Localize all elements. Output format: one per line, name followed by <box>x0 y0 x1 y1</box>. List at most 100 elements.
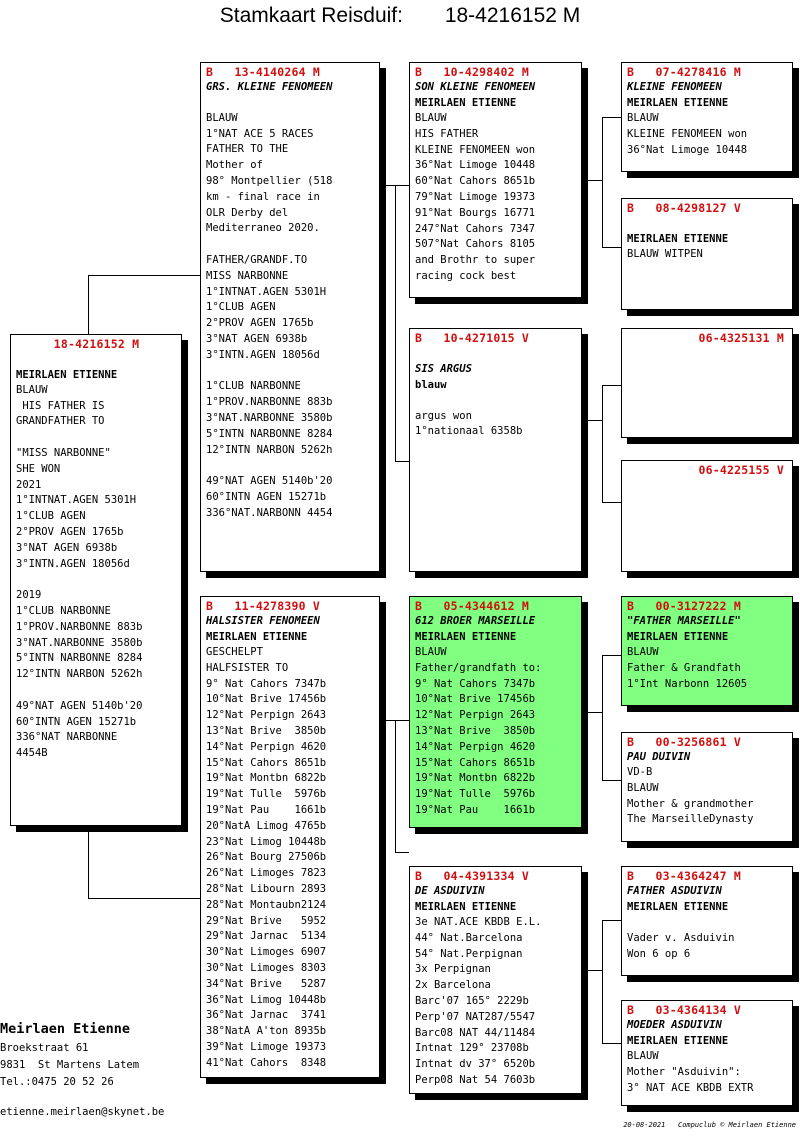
owner-name: MEIRLAEN ETIENNE <box>627 631 729 643</box>
pedigree-line: BLAUW <box>627 781 659 794</box>
pedigree-line: 19°Nat Pau 1661b <box>415 803 536 816</box>
grandfather-maternal-card[interactable]: B 05-4344612 M 612 BROER MARSEILLE MEIRL… <box>409 596 582 828</box>
great-grandparent-card[interactable]: B 08-4298127 V MEIRLAEN ETIENNE BLAUW WI… <box>621 198 793 310</box>
pedigree-line: 1°INTNAT.AGEN 5301H <box>206 285 327 298</box>
pedigree-line: 28°Nat Montaubn2124 <box>206 898 327 911</box>
connector <box>602 385 603 502</box>
pedigree-line: 2021 <box>16 478 42 491</box>
subject-card[interactable]: 18-4216152 M MEIRLAEN ETIENNE BLAUW HIS … <box>10 334 182 826</box>
connector <box>602 502 621 503</box>
pedigree-line: 1°PROV.NARBONNE 883b <box>16 620 143 633</box>
father-card[interactable]: B 13-4140264 M GRS. KLEINE FENOMEEN BLAU… <box>200 62 380 572</box>
pedigree-line: 1°CLUB AGEN <box>16 510 86 523</box>
pedigree-line: 36°Nat Jarnac 3741 <box>206 1009 327 1022</box>
pedigree-line: 26°Nat Limoges 7823 <box>206 867 327 880</box>
pedigree-line: The MarseilleDynasty <box>627 813 754 826</box>
owner-name: MEIRLAEN ETIENNE <box>415 631 517 643</box>
great-grandparent-card[interactable]: B 03-4364134 V MOEDER ASDUIVIN MEIRLAEN … <box>621 1000 793 1106</box>
pedigree-line <box>16 683 177 699</box>
connector <box>582 970 602 971</box>
pedigree-line: 10°Nat Brive 17456b <box>415 693 536 706</box>
pedigree-line: Mother "Asduivin": <box>627 1065 741 1078</box>
pedigree-line <box>206 237 375 253</box>
ring-number: 06-4325131 M <box>698 331 784 345</box>
connector <box>602 117 621 118</box>
pedigree-line: HIS FATHER IS <box>16 399 105 412</box>
pedigree-line: 247°Nat Cahors 7347 <box>415 222 536 235</box>
pedigree-line: 2°PROV AGEN 1765b <box>16 525 124 538</box>
mother-card[interactable]: B 11-4278390 V HALSISTER FENOMEEN MEIRLA… <box>200 596 380 1078</box>
great-grandparent-card[interactable]: 06-4325131 M <box>621 328 793 438</box>
breeder-email[interactable]: etienne.meirlaen@skynet.be <box>0 1106 165 1118</box>
ring-number: B 11-4278390 V <box>206 599 320 613</box>
breeder-phone: Tel.:0475 20 52 26 <box>0 1076 114 1088</box>
pedigree-line: 36°Nat Limoge 10448 <box>627 143 748 156</box>
breeder-city: 9831 St Martens Latem <box>0 1059 140 1071</box>
pedigree-line: Won 6 op 6 <box>627 947 691 960</box>
pedigree-line: 79°Nat Limoge 19373 <box>415 190 536 203</box>
pedigree-line: 507°Nat Cahors 8105 <box>415 238 536 251</box>
pigeon-name: SON KLEINE FENOMEEN <box>415 81 536 93</box>
great-grandparent-card[interactable]: B 00-3127222 M "FATHER MARSEILLE" MEIRLA… <box>621 596 793 706</box>
pedigree-line: HIS FATHER <box>415 127 479 140</box>
grandmother-paternal-card[interactable]: B 10-4271015 V SIS ARGUS blauw argus won… <box>409 328 582 572</box>
connector <box>395 720 396 852</box>
owner-name: MEIRLAEN ETIENNE <box>415 901 517 913</box>
connector <box>395 852 409 853</box>
connector <box>582 180 602 181</box>
pedigree-line <box>16 430 177 446</box>
pedigree-lines: BLAUW WITPEN <box>627 247 788 263</box>
pedigree-line: 2°PROV AGEN 1765b <box>206 317 314 330</box>
pedigree-line: 3°NAT.NARBONNE 3580b <box>206 411 333 424</box>
title-ring: 18-4216152 M <box>444 4 581 27</box>
pedigree-line: 29°Nat Brive 5952 <box>206 914 327 927</box>
owner-name: MEIRLAEN ETIENNE <box>627 901 729 913</box>
pigeon-name: DE ASDUIVIN <box>415 885 485 897</box>
pedigree-line: 26°Nat Bourg 27506b <box>206 851 327 864</box>
pedigree-line: 1°INTNAT.AGEN 5301H <box>16 494 137 507</box>
ring-number: B 03-4364134 V <box>627 1003 741 1017</box>
pedigree-line: 19°Nat Tulle 5976b <box>415 788 536 801</box>
grandmother-maternal-card[interactable]: B 04-4391334 V DE ASDUIVIN MEIRLAEN ETIE… <box>409 866 582 1094</box>
pedigree-line: MISS NARBONNE <box>206 269 289 282</box>
pedigree-line: BLAUW <box>206 111 238 124</box>
pedigree-line: 13°Nat Brive 3850b <box>415 724 536 737</box>
pedigree-line: 91°Nat Bourgs 16771 <box>415 206 536 219</box>
pedigree-line: 60°INTN AGEN 15271b <box>206 490 327 503</box>
connector <box>582 712 602 713</box>
pedigree-line: 19°Nat Montbn 6822b <box>206 772 327 785</box>
pedigree-line: 336°NAT.NARBONN 4454 <box>206 506 333 519</box>
pedigree-line: 14°Nat Perpign 4620 <box>415 740 536 753</box>
pedigree-line: km - final race in <box>206 190 320 203</box>
ring-number: 18-4216152 M <box>53 337 140 351</box>
great-grandparent-card[interactable]: 06-4225155 V <box>621 460 793 572</box>
pedigree-line <box>206 364 375 380</box>
pedigree-line: 54° Nat.Perpignan <box>415 947 523 960</box>
pedigree-line: 19°Nat Pau 1661b <box>206 803 327 816</box>
pedigree-line: FATHER/GRANDF.TO <box>206 253 308 266</box>
owner-name: MEIRLAEN ETIENNE <box>627 1035 729 1047</box>
pedigree-line: BLAUW <box>415 112 447 124</box>
pedigree-line: 3°INTN.AGEN 18056d <box>16 557 130 570</box>
pedigree-line: 44° Nat.Barcelona <box>415 931 523 944</box>
connector <box>602 655 603 780</box>
pedigree-line: 19°Nat Tulle 5976b <box>206 788 327 801</box>
pedigree-line: BLAUW <box>627 646 659 658</box>
pedigree-line <box>627 915 788 931</box>
pedigree-line: 23°Nat Limog 10448b <box>206 835 327 848</box>
pigeon-name: FATHER ASDUIVIN <box>627 885 722 897</box>
great-grandparent-card[interactable]: B 03-4364247 M FATHER ASDUIVIN MEIRLAEN … <box>621 866 793 976</box>
page-title: Stamkaart Reisduif: 18-4216152 M <box>0 4 800 28</box>
grandfather-paternal-card[interactable]: B 10-4298402 M SON KLEINE FENOMEEN MEIRL… <box>409 62 582 298</box>
pedigree-line: 36°Nat Limog 10448b <box>206 993 327 1006</box>
connector <box>602 247 621 248</box>
pedigree-line: 12°Nat Perpign 2643 <box>206 709 327 722</box>
pedigree-line: 1°nationaal 6358b <box>415 425 523 438</box>
great-grandparent-card[interactable]: B 07-4278416 M KLEINE FENOMEEN MEIRLAEN … <box>621 62 793 172</box>
owner-name: blauw <box>415 378 447 391</box>
ring-number: B 03-4364247 M <box>627 869 741 883</box>
pedigree-line: 3°NAT AGEN 6938b <box>206 332 308 345</box>
